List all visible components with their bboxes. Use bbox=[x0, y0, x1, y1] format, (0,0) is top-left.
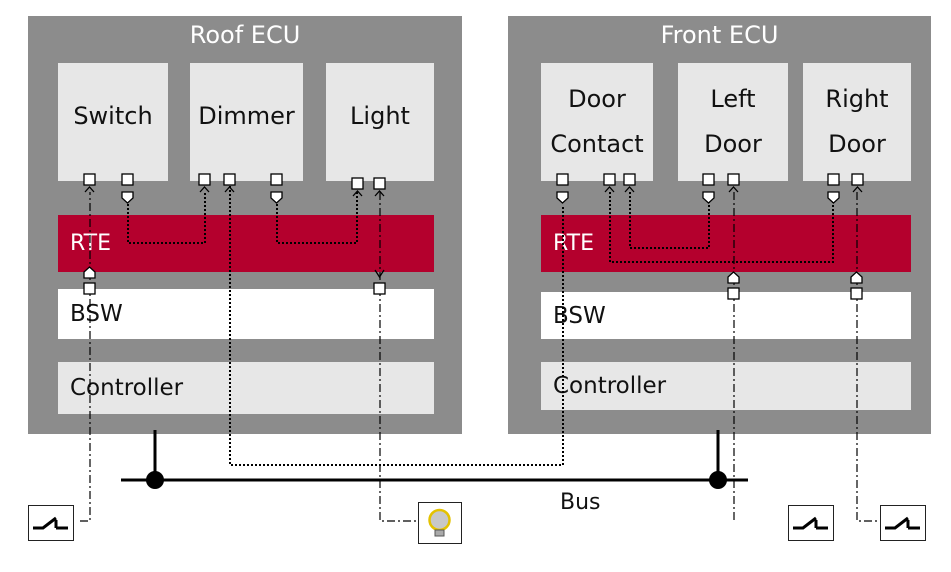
dimmer-to-light-connection bbox=[276, 192, 358, 244]
roof-bsw: BSW bbox=[58, 289, 434, 339]
bus-label: Bus bbox=[560, 490, 601, 515]
roof-ecu-title: Roof ECU bbox=[189, 21, 301, 49]
receiver-chevrons bbox=[84, 186, 863, 279]
ports bbox=[83, 173, 864, 300]
roof-bsw-label: BSW bbox=[70, 301, 123, 327]
swc-door-contact: Door Contact bbox=[541, 63, 653, 181]
front-bsw-label: BSW bbox=[553, 302, 606, 329]
front-ecu-title: Front ECU bbox=[660, 21, 779, 49]
front-controller: Controller bbox=[541, 362, 911, 410]
swc-right-door-line1: Right bbox=[825, 85, 889, 113]
dimmer-to-door-contact-connection bbox=[229, 186, 564, 466]
swc-left-door-line1: Left bbox=[710, 85, 756, 113]
front-bus-node bbox=[709, 471, 727, 489]
switch-icon bbox=[788, 505, 834, 541]
roof-controller: Controller bbox=[58, 362, 434, 414]
doorcontact-to-leftdoor-connection bbox=[629, 192, 710, 249]
doorcontact-to-rightdoor-connection bbox=[609, 192, 834, 263]
swc-right-door: Right Door bbox=[803, 63, 911, 181]
swc-switch: Switch bbox=[58, 63, 168, 181]
light-bulb-wire bbox=[379, 192, 418, 522]
port-arrows bbox=[83, 191, 863, 284]
roof-bus-node bbox=[146, 471, 164, 489]
swc-switch-label: Switch bbox=[73, 102, 153, 130]
roof-switch-wire bbox=[80, 192, 91, 522]
swc-light-label: Light bbox=[350, 102, 410, 130]
swc-right-door-line2: Door bbox=[828, 130, 886, 158]
switch-icon bbox=[880, 505, 926, 541]
front-bsw: BSW bbox=[541, 292, 911, 339]
swc-dimmer-label: Dimmer bbox=[198, 102, 295, 130]
light-bulb-icon bbox=[418, 502, 462, 544]
front-controller-label: Controller bbox=[553, 373, 667, 399]
roof-controller-label: Controller bbox=[70, 375, 184, 401]
swc-door-contact-line1: Door bbox=[568, 85, 626, 113]
swc-left-door-line2: Door bbox=[704, 130, 762, 158]
swc-left-door: Left Door bbox=[678, 63, 788, 181]
swc-light: Light bbox=[326, 63, 434, 181]
front-rte-label: RTE bbox=[553, 231, 595, 256]
swc-dimmer: Dimmer bbox=[190, 63, 303, 181]
right-door-switch-wire bbox=[856, 192, 878, 522]
switch-icon bbox=[28, 505, 74, 541]
switch-to-dimmer-connection bbox=[127, 192, 206, 244]
swc-door-contact-line2: Contact bbox=[550, 130, 644, 158]
